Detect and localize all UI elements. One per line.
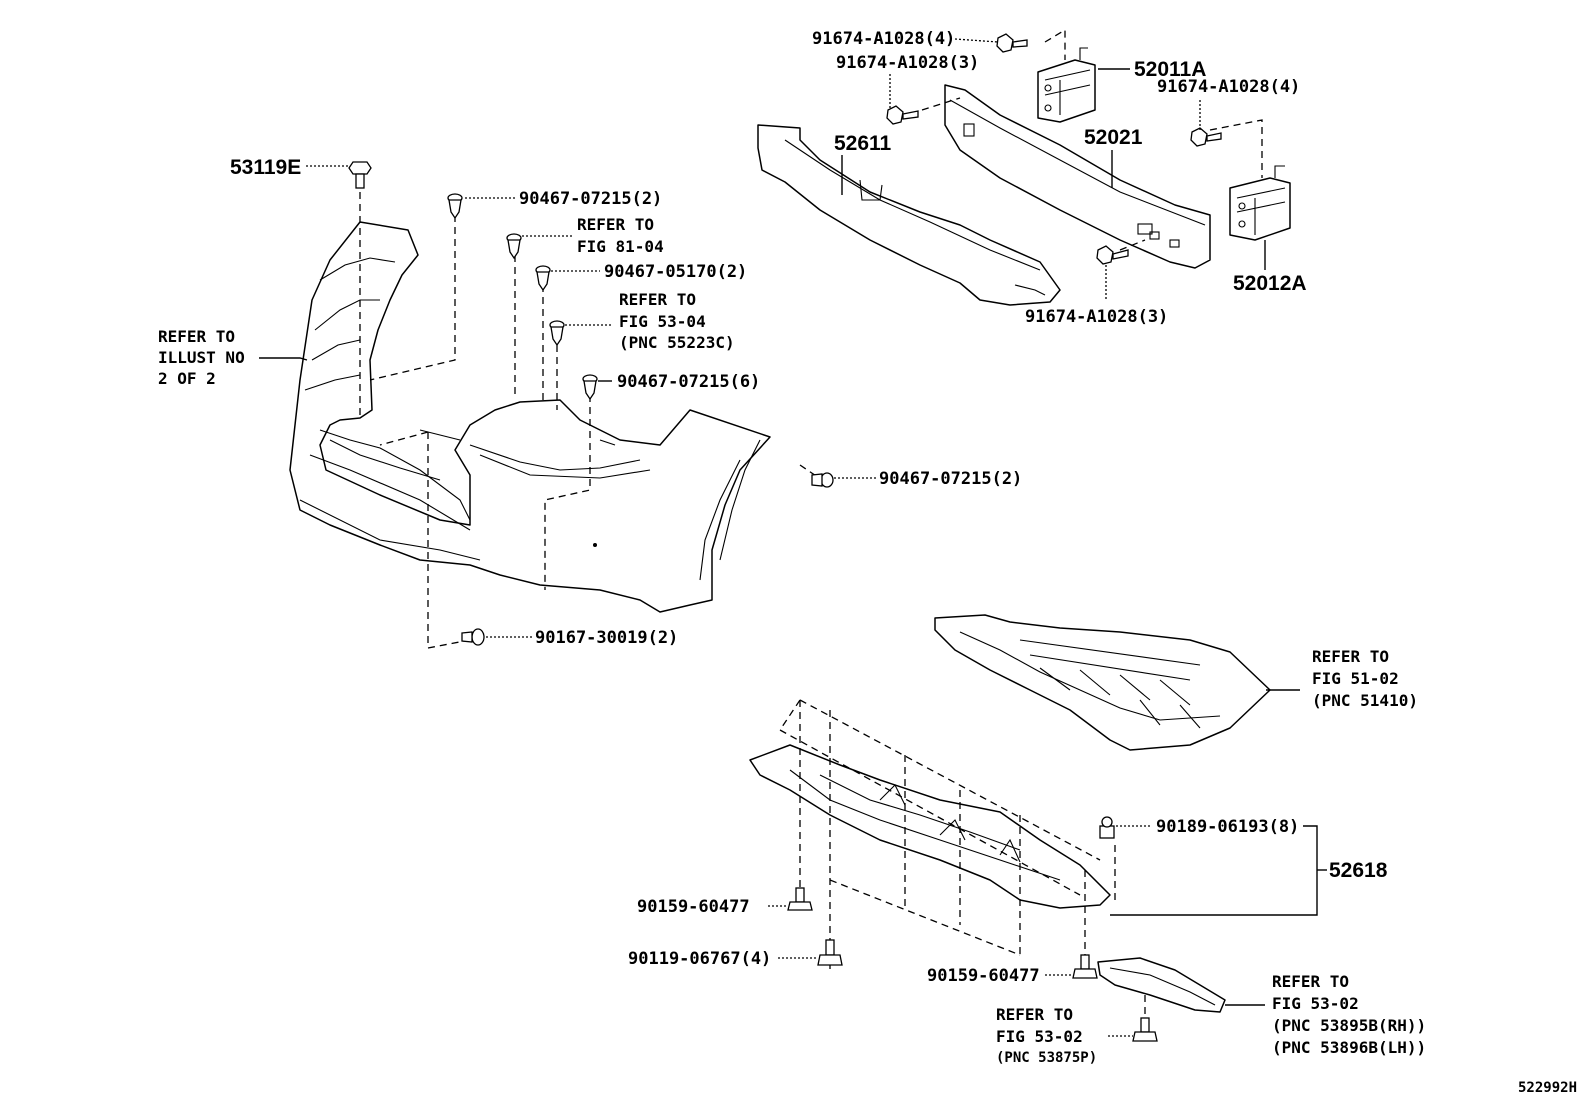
reference-fig-53-04: REFER TO FIG 53-04 (PNC 55223C) (619, 290, 735, 352)
nut-icon-90189-06193 (1099, 816, 1115, 839)
ref-line: REFER TO (1312, 647, 1389, 666)
part-label-52011A: 52011A (1134, 58, 1206, 81)
clip-icon-90467-07215-a (447, 193, 463, 220)
ref-line: (PNC 53896B(LH)) (1272, 1038, 1426, 1057)
ref-line: (PNC 53895B(RH)) (1272, 1016, 1426, 1035)
fastener-label-90467-07215-a: 90467-07215(2) (519, 189, 662, 209)
fastener-label-90467-07215-6: 90467-07215(6) (617, 372, 760, 392)
ref-line: FIG 53-02 (1272, 994, 1359, 1013)
bolt-icon-91674-a1028-top3 (886, 105, 919, 125)
bolt-icon-91674-a1028-bottom3 (1096, 245, 1129, 265)
ref-line: FIG 81-04 (577, 237, 664, 256)
ref-line: (PNC 51410) (1312, 691, 1418, 710)
fastener-label-91674-top4: 91674-A1028(4) (812, 29, 955, 49)
part-label-52618: 52618 (1329, 859, 1388, 882)
side-under-cover-53895B (1097, 957, 1226, 1013)
fastener-label-90467-05170: 90467-05170(2) (604, 262, 747, 282)
part-label-52021: 52021 (1084, 126, 1143, 149)
ref-line: FIG 53-04 (619, 312, 706, 331)
fastener-label-91674-right4: 91674-A1028(4) (1157, 77, 1300, 97)
ref-line: ILLUST NO (158, 348, 245, 367)
bumper-reinforcement-52021 (944, 84, 1211, 269)
fastener-label-91674-top3: 91674-A1028(3) (836, 53, 979, 73)
fastener-label-90159-60477-b: 90159-60477 (927, 966, 1040, 986)
ref-line: 2 OF 2 (158, 369, 216, 388)
reference-fig-53-02-a: REFER TO FIG 53-02 (PNC 53875P) (996, 1005, 1097, 1066)
fastener-label-90189-06193: 90189-06193(8) (1156, 817, 1299, 837)
front-bumper-cover (289, 221, 771, 613)
figure-id: 522992H (1518, 1080, 1577, 1096)
fastener-label-90159-60477-a: 90159-60477 (637, 897, 750, 917)
part-label-53119E: 53119E (230, 156, 301, 179)
clip-icon-fig8104 (506, 233, 522, 260)
ref-line: REFER TO (996, 1005, 1073, 1024)
clip-icon-90467-07215-6 (582, 374, 598, 401)
part-label-52012A: 52012A (1233, 272, 1307, 295)
bolt-icon-53119E (348, 161, 372, 189)
bolt-icon-fig5302-a (1132, 1017, 1158, 1042)
ref-line: REFER TO (619, 290, 696, 309)
ref-line: FIG 51-02 (1312, 669, 1399, 688)
screw-icon-90167-30019 (461, 628, 485, 646)
assembly-dashed-lines (359, 28, 1263, 1030)
clip-icon-90467-07215-b (811, 472, 834, 488)
ref-line: REFER TO (577, 215, 654, 234)
leader-lines (259, 38, 1327, 1037)
reference-fig-81-04: REFER TO FIG 81-04 (577, 215, 664, 256)
ref-line: REFER TO (158, 327, 235, 346)
bumper-energy-absorber-52611 (757, 124, 1061, 306)
bolt-icon-91674-a1028-top4 (996, 33, 1028, 53)
fastener-label-90119-06767: 90119-06767(4) (628, 949, 771, 969)
bumper-bracket-52011A (1037, 47, 1096, 123)
bumper-bracket-52012A (1229, 165, 1291, 241)
bolt-icon-90159-60477-b (1072, 954, 1098, 979)
fastener-label-91674-bottom3: 91674-A1028(3) (1025, 307, 1168, 327)
bolt-icon-90159-60477-a (787, 887, 813, 911)
reference-fig-51-02: REFER TO FIG 51-02 (PNC 51410) (1312, 647, 1418, 710)
fastener-label-90467-07215-b: 90467-07215(2) (879, 469, 1022, 489)
part-label-52611: 52611 (834, 132, 892, 155)
engine-under-cover-51410 (934, 614, 1271, 751)
clip-icon-90467-05170 (535, 265, 551, 292)
ref-line: FIG 53-02 (996, 1027, 1083, 1046)
ref-line: REFER TO (1272, 972, 1349, 991)
reference-illust-2-of-2: REFER TO ILLUST NO 2 OF 2 (158, 327, 245, 388)
ref-line: (PNC 53875P) (996, 1050, 1097, 1066)
ref-line: (PNC 55223C) (619, 333, 735, 352)
bolt-icon-90119-06767 (817, 939, 843, 966)
reference-fig-53-02-b: REFER TO FIG 53-02 (PNC 53895B(RH)) (PNC… (1272, 972, 1426, 1057)
bolt-icon-91674-a1028-right4 (1190, 127, 1222, 147)
clip-icon-fig5304 (549, 320, 565, 347)
fastener-label-90167-30019: 90167-30019(2) (535, 628, 678, 648)
